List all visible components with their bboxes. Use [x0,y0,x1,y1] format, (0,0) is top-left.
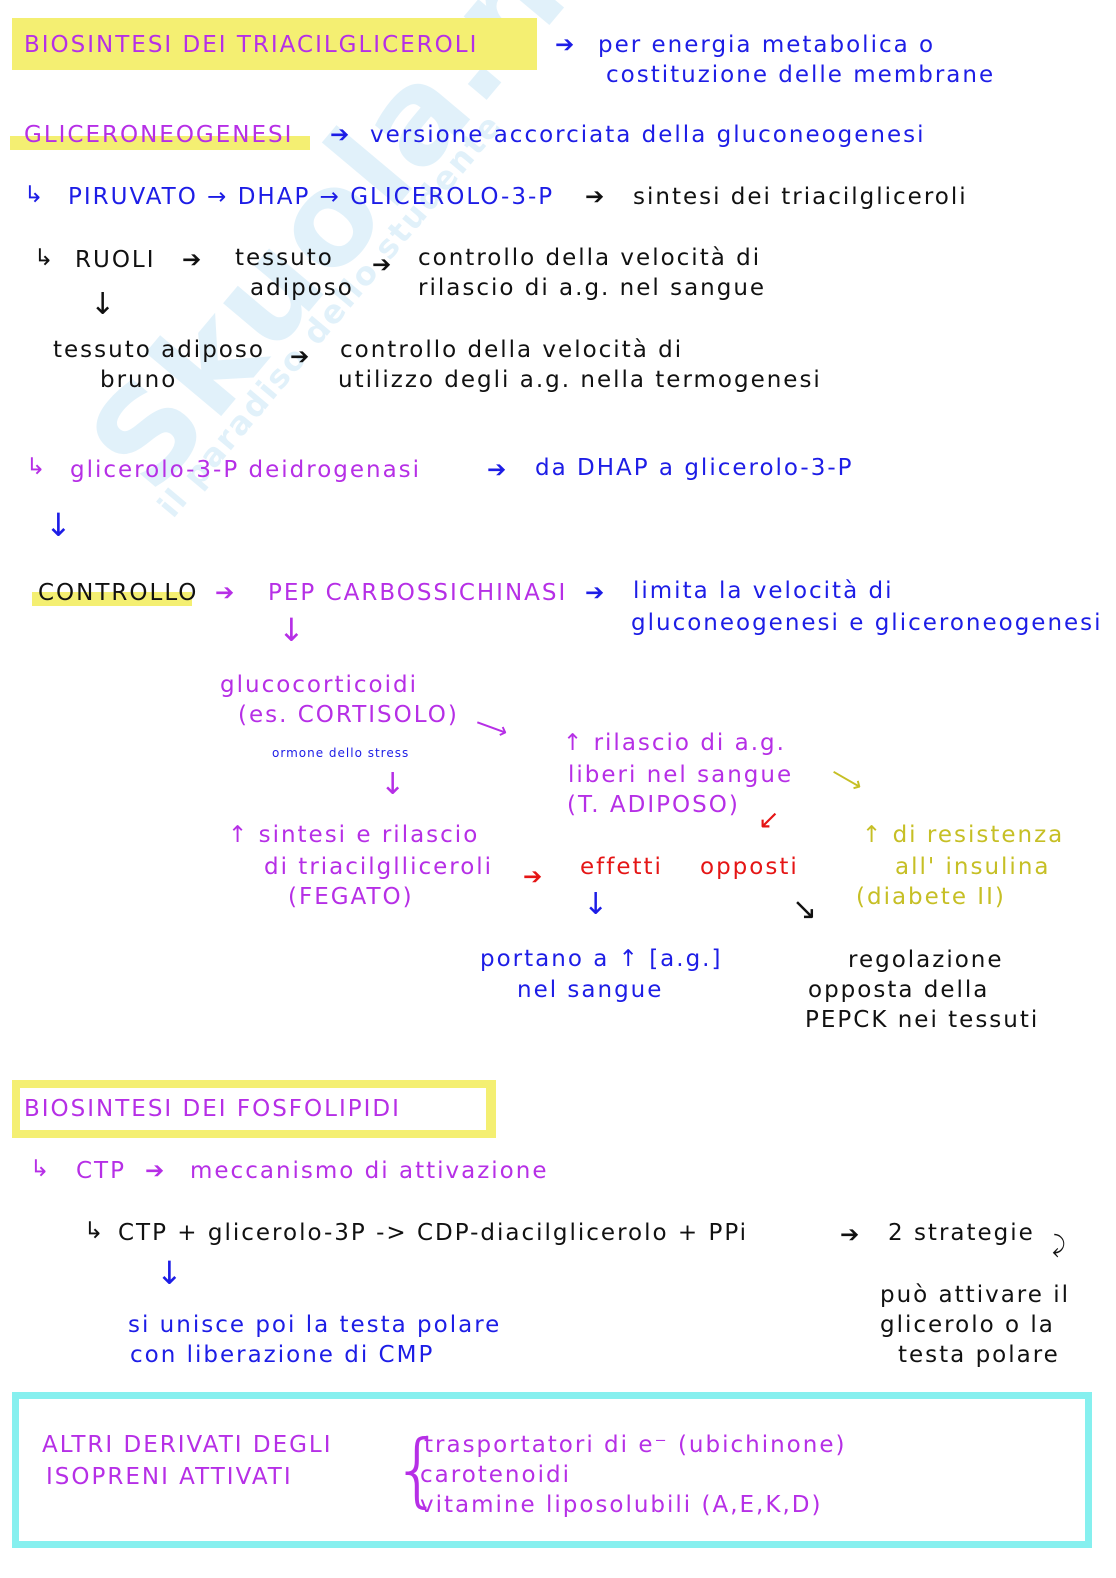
isoprene-box [12,1392,1092,1548]
text: portano a ↑ [a.g.] [480,946,723,972]
arrow: ➔ [330,122,352,148]
arrow: ↳ [26,454,48,480]
arrow: ↳ [34,245,56,271]
text: (diabete II) [856,884,1006,910]
arrow: ↓ [380,767,408,802]
text: nel sangue [517,977,664,1003]
text: glucocorticoidi [220,672,418,698]
text: opposta della [808,977,990,1003]
arrow: ➔ [290,344,312,370]
text: CTP + glicerolo-3P -> CDP-diacilglicerol… [118,1220,749,1246]
text: di triacilglliceroli [264,854,494,880]
text: per energia metabolica o [598,32,936,58]
text: glicerolo-3-P deidrogenasi [70,457,422,483]
text: ↑ di resistenza [862,822,1065,848]
text: vitamine liposolubili (A,E,K,D) [420,1492,823,1518]
text: RUOLI [75,247,156,273]
arrow: ⟶ [825,759,870,801]
text: controllo della velocità di [340,337,684,363]
arrow: ↳ [84,1218,106,1244]
text: costituzione delle membrane [606,62,996,88]
section-title-gliceroneogenesi: GLICERONEOGENESI [24,122,294,148]
text: versione accorciata della gluconeogenesi [370,122,926,148]
text: meccanismo di attivazione [190,1158,549,1184]
text: ↑ rilascio di a.g. [563,730,786,756]
arrow: ➔ [555,32,577,58]
arrow: ➔ [372,252,394,278]
text: (T. ADIPOSO) [567,792,740,818]
text: PEPCK nei tessuti [805,1007,1040,1033]
text: glicerolo o la [880,1312,1055,1338]
arrow: ➔ [585,184,607,210]
text: tessuto adiposo [53,337,265,363]
arrow: ➔ [182,247,204,273]
text: si unisce poi la testa polare [128,1312,502,1338]
text: PIRUVATO → DHAP → GLICEROLO-3-P [68,184,555,210]
text: (FEGATO) [288,884,414,910]
text: gluconeogenesi e gliceroneogenesi [631,610,1103,636]
text: ormone dello stress [272,746,410,760]
section-title-fosfolipidi: BIOSINTESI DEI FOSFOLIPIDI [24,1096,401,1122]
arrow: ↓ [90,287,118,322]
highlight-inner [20,1088,486,1130]
text: (es. CORTISOLO) [238,702,459,728]
section-title-triacilglicerol: BIOSINTESI DEI TRIACILGLICEROLI [24,32,479,58]
text: ISOPRENI ATTIVATI [46,1464,293,1490]
text: ALTRI DERIVATI DEGLI [42,1432,333,1458]
text: trasportatori di e⁻ (ubichinone) [424,1432,847,1458]
arrow: ➔ [215,580,237,606]
highlight [12,18,537,70]
arrow: ➔ [145,1158,167,1184]
arrow: ↳ [24,182,46,208]
text: utilizzo degli a.g. nella termogenesi [338,367,822,393]
text: adiposo [250,275,354,301]
text: rilascio di a.g. nel sangue [418,275,767,301]
text: ↑ sintesi e rilascio [228,822,480,848]
text: CTP [76,1158,126,1184]
arrow: ➔ [523,864,545,890]
text: testa polare [898,1342,1060,1368]
text: può attivare il [880,1282,1070,1308]
arrow: ↳ [30,1156,52,1182]
text: sintesi dei triacilgliceroli [633,184,968,210]
arrow: ↘ [792,892,820,927]
arrow: ➔ [487,457,509,483]
text: bruno [100,367,178,393]
arrow: ⟶ [471,709,514,747]
arrow: ➔ [840,1222,862,1248]
highlight [10,136,310,150]
text: tessuto [235,245,334,271]
text: controllo della velocità di [418,245,762,271]
arrow: ↓ [156,1254,185,1292]
text: liberi nel sangue [568,762,794,788]
arrow: ↓ [45,506,74,544]
text: regolazione [848,947,1004,973]
arrow: ↓ [278,611,307,649]
text: 2 strategie [888,1220,1035,1246]
text: CONTROLLO [38,580,199,606]
text: PEP CARBOSSICHINASI [268,580,568,606]
text: da DHAP a glicerolo-3-P [535,455,854,481]
text: carotenoidi [420,1462,571,1488]
arrow: ↙ [758,805,782,835]
arrow: ➔ [585,580,607,606]
highlight [32,592,192,606]
text: limita la velocità di [633,578,894,604]
text: all' insulina [895,854,1051,880]
brace: { [392,1423,445,1516]
text: opposti [700,854,799,880]
arrow: ↓ [583,887,611,922]
arrow: ⤸ [1052,1232,1068,1258]
text: con liberazione di CMP [130,1342,435,1368]
text: effetti [580,854,663,880]
